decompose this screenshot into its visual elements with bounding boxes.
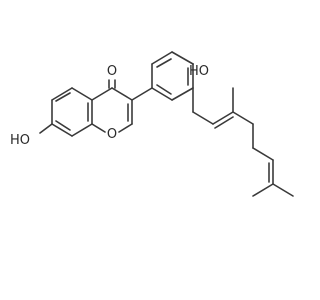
bond bbox=[55, 92, 71, 102]
chemical-structure-canvas: O O HO HO bbox=[9, 51, 294, 197]
structure-override bbox=[39, 51, 294, 197]
bond bbox=[51, 123, 73, 137]
bond bbox=[156, 58, 172, 68]
bond bbox=[91, 87, 113, 101]
bond bbox=[171, 51, 194, 65]
hydroxyl-right-label: HO bbox=[189, 64, 209, 79]
bond bbox=[212, 111, 234, 125]
hydroxyl-left-label: HO bbox=[10, 133, 30, 148]
bond bbox=[131, 87, 153, 101]
bond bbox=[272, 183, 294, 197]
bond bbox=[91, 123, 106, 133]
ring-oxygen-label: O bbox=[107, 127, 117, 142]
bond bbox=[232, 111, 254, 125]
bond bbox=[214, 116, 234, 129]
molecule-diagram: O O HO HO bbox=[10, 51, 294, 197]
bond bbox=[55, 120, 71, 131]
carbonyl-oxygen-label: O bbox=[107, 64, 117, 79]
bond bbox=[252, 183, 274, 197]
bond bbox=[71, 87, 93, 101]
bond bbox=[118, 123, 133, 133]
bond bbox=[171, 87, 194, 101]
bond bbox=[71, 123, 93, 137]
bond bbox=[151, 87, 173, 101]
bond bbox=[156, 84, 172, 95]
bond bbox=[111, 87, 133, 101]
bond bbox=[39, 123, 53, 134]
bond bbox=[151, 51, 173, 65]
bond bbox=[51, 87, 73, 101]
bond bbox=[252, 147, 274, 161]
bond bbox=[192, 111, 214, 125]
